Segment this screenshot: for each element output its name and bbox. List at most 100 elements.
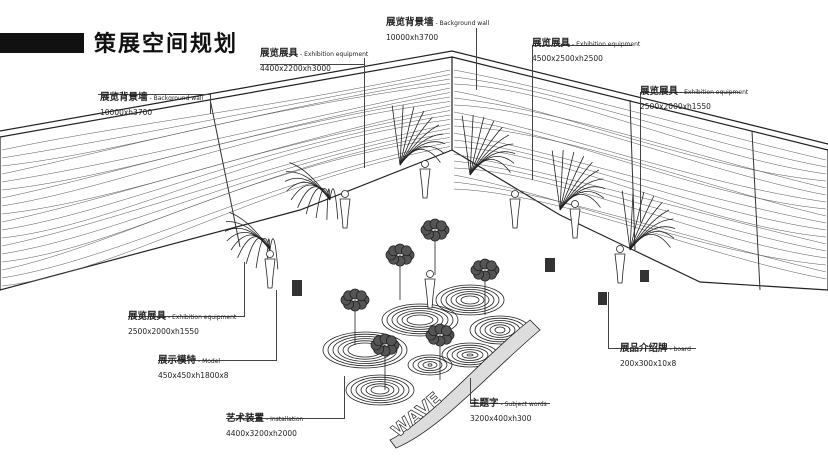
fan-blade <box>329 188 339 220</box>
tree-foliage <box>485 260 497 272</box>
wall-contour-line <box>453 83 827 175</box>
walls <box>0 50 828 291</box>
callout-en: - Exhibition equipment <box>680 89 749 96</box>
leader-line <box>226 418 344 419</box>
callout-dimension: 450x450xh1800x8 <box>158 371 229 380</box>
callout-subject-words: 主题字- Subject words 3200x400xh300 <box>470 391 547 423</box>
callout-dimension: 10000xh3700 <box>386 33 439 42</box>
disc-ring <box>360 381 400 399</box>
callout-exhibition-equipment-right: 展览展具- Exhibition equipment 2500x2000xh15… <box>640 79 748 111</box>
callout-en: - Background wall <box>149 95 204 102</box>
leader-line <box>532 45 533 180</box>
wall-contour-line <box>1 123 451 247</box>
fan-blade <box>629 209 670 251</box>
wall-contour-line <box>453 111 827 203</box>
callout-zh: 展品介绍牌 <box>620 343 668 354</box>
wall-contour-line <box>1 128 451 255</box>
leader-line <box>98 94 210 95</box>
wall-contour-line <box>1 69 451 151</box>
page-title: 策展空间规划 <box>94 32 239 57</box>
fan-blade <box>305 187 331 215</box>
leader-line <box>608 348 696 349</box>
wall-contour-line <box>1 87 451 183</box>
leader-line <box>470 378 471 404</box>
leader-line <box>476 28 477 90</box>
callout-dimension: 2500x2000xh1550 <box>128 327 199 336</box>
callout-dimension: 200x300x10x8 <box>620 359 677 368</box>
disc-ring <box>435 284 505 316</box>
callout-en: - Background wall <box>435 20 490 27</box>
tree-installations <box>340 218 500 390</box>
fan-blade <box>255 238 271 269</box>
fan-blade <box>629 233 671 251</box>
wall-contour-line <box>1 105 451 215</box>
callout-zh: 展示模特 <box>158 355 197 366</box>
wall-contour-line <box>1 141 451 279</box>
leader-line <box>470 403 550 404</box>
callout-zh: 展览展具 <box>260 48 299 59</box>
leader-line <box>158 360 276 361</box>
disc-ring <box>450 291 490 309</box>
wall-contour-line <box>453 104 827 196</box>
fan-blade <box>285 171 331 201</box>
leader-line <box>210 94 211 114</box>
fan-blade <box>559 169 600 211</box>
fan-blade <box>469 115 474 176</box>
fan-blade <box>269 238 279 270</box>
model-body <box>424 278 436 309</box>
callout-exhibition-equipment-center: 展览展具- Exhibition equipment 4400x2200xh30… <box>260 41 368 73</box>
fan-blade <box>559 151 575 211</box>
wall-contour-line <box>1 92 451 191</box>
fan-blade <box>289 162 331 201</box>
leader-line <box>276 290 277 361</box>
disc-ring <box>406 314 434 326</box>
callout-exhibition-equipment-left: 展览展具- Exhibition equipment 2500x2000xh15… <box>128 304 236 336</box>
model-head <box>421 160 429 168</box>
disc-ring <box>445 288 495 311</box>
disc-ring <box>422 361 438 369</box>
wall-contour-line <box>453 174 827 266</box>
disc-ring <box>461 351 479 359</box>
callout-installation: 艺术装置- Installation 4400x3200xh2000 <box>226 406 303 438</box>
tree-foliage <box>440 325 452 337</box>
model-head <box>571 200 579 208</box>
disc-ring <box>332 335 398 364</box>
disc-ring <box>365 383 395 397</box>
fan-blade <box>559 193 601 211</box>
fan-blade <box>629 201 663 251</box>
callout-en: - Subject words <box>500 401 547 408</box>
disc-ring <box>489 324 511 336</box>
fan-blade <box>469 158 511 176</box>
disc-ring <box>370 385 390 395</box>
callout-dimension: 10000xh3700 <box>100 108 153 117</box>
disc-ring <box>386 305 454 335</box>
callout-dimension: 3200x400xh300 <box>470 414 532 423</box>
disc-ring <box>327 333 403 367</box>
callout-background-wall-top: 展览背景墙- Background wall 10000xh3700 <box>386 10 489 42</box>
exhibit-boards <box>292 258 649 305</box>
tree-foliage <box>400 245 412 257</box>
tree-foliage <box>385 335 397 347</box>
fan-blade <box>229 212 271 251</box>
model-head <box>426 270 434 278</box>
fan-blade <box>559 155 585 211</box>
fan-blade <box>225 221 271 251</box>
callout-dimension: 4500x2500xh2500 <box>532 54 603 63</box>
leader-line <box>244 262 245 317</box>
model-head <box>266 250 274 258</box>
wall-contour-line <box>1 96 451 199</box>
callout-en: - Exhibition equipment <box>572 41 641 48</box>
tree-foliage <box>435 220 447 232</box>
right-wall-outline <box>451 56 828 291</box>
wall-contour-line <box>453 76 827 168</box>
wall-contour-line <box>453 97 827 189</box>
wall-contour-line <box>1 78 451 167</box>
fan-blade <box>399 105 404 166</box>
disc-ring <box>345 374 415 406</box>
disc-ring <box>350 376 410 404</box>
callout-zh: 艺术装置 <box>226 413 265 424</box>
callout-zh: 展览展具 <box>128 311 167 322</box>
callout-exhibition-equipment-right-top: 展览展具- Exhibition equipment 4500x2500xh25… <box>532 31 640 63</box>
callout-zh: 主题字 <box>470 398 499 409</box>
